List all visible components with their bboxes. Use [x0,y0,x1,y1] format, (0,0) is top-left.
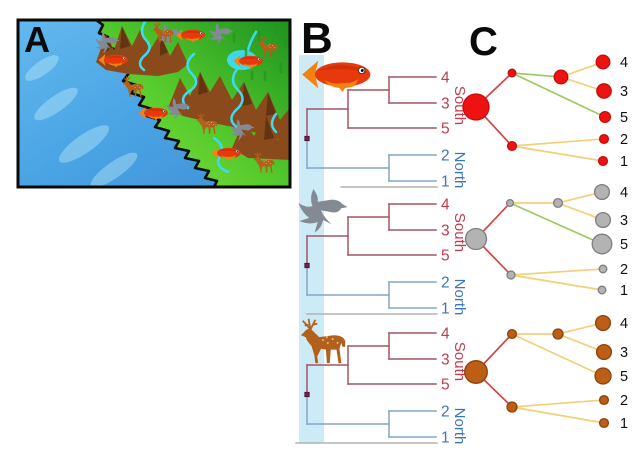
tip-label: 5 [441,377,450,394]
haplotype-node-north_inner [506,140,518,152]
haplotype-node-tip1 [597,155,609,167]
haplotype-node-tip4 [594,314,612,332]
rivers [138,20,278,174]
haplotype-node-south_inner [506,328,518,340]
haplotype-node-south_hub [552,197,564,209]
haplotype-node-tip5 [594,367,612,385]
network-tip-label: 2 [620,132,628,148]
haplotype-node-tip3 [596,83,612,99]
network-tip-label: 2 [620,262,628,278]
network-tip-label: 5 [620,110,628,126]
tip-label: 1 [441,430,450,447]
panel-b-label: B [301,14,333,63]
haplotype-node-root [464,227,488,251]
haplotype-node-tip1 [598,417,610,429]
panel-a-map [18,20,290,187]
haplotype-node-tip3 [595,343,613,361]
panel-c-networks: 4 3 5 2 1 4 3 5 2 1 4 3 5 2 1 [462,54,628,432]
network-tip-label: 5 [620,369,628,385]
tip-label: 4 [441,70,450,87]
network-edge [511,399,605,408]
haplotype-node-tip2 [598,394,610,406]
root-node-marker [304,262,310,269]
network-tip-label: 5 [620,237,628,253]
network-edge [511,406,605,424]
haplotype-node-root [464,360,488,384]
tip-label: 3 [441,352,450,369]
group-label: North [451,152,468,189]
network-tip-label: 3 [620,84,628,100]
ocean-streaks [25,55,138,187]
network-edge [510,268,604,276]
network-tip-label: 1 [620,283,628,299]
group-label: South [451,86,468,125]
network-edge [510,71,607,119]
time-strip [299,55,324,443]
haplotype-network-bird: 4 3 5 2 1 [464,183,628,299]
group-label: South [451,342,468,381]
haplotype-network-fish: 4 3 5 2 1 [462,54,628,170]
haplotype-network-deer: 4 3 5 2 1 [464,314,628,432]
haplotype-node-tip1 [597,285,607,295]
network-edge [510,274,603,291]
haplotype-node-north_inner [506,401,518,413]
group-label: North [451,279,468,316]
tip-label: 1 [441,301,450,318]
tip-label: 4 [441,326,450,343]
tip-label: 3 [441,223,450,240]
tip-label: 2 [441,148,450,165]
tip-label: 5 [441,121,450,138]
haplotype-node-south_hub [552,328,564,340]
network-edge [511,72,562,78]
network-tip-label: 1 [620,154,628,170]
haplotype-node-tip5 [591,233,613,255]
network-tip-label: 4 [620,185,628,201]
haplotype-node-tip2 [598,264,608,274]
network-tip-label: 4 [620,55,628,71]
network-edge [511,145,604,162]
tip-label: 3 [441,96,450,113]
haplotype-node-tip4 [593,183,611,201]
panel-c-label: C [469,20,498,64]
haplotype-node-north_inner [506,270,516,280]
group-label: North [451,408,468,445]
network-tip-label: 3 [620,345,628,361]
network-edge [508,201,604,246]
tip-label: 4 [441,197,450,214]
tip-label: 2 [441,404,450,421]
network-tip-label: 3 [620,213,628,229]
map-border [16,18,292,189]
tip-label: 5 [441,248,450,265]
network-edge [511,138,605,147]
haplotype-node-tip3 [594,211,612,229]
network-edge [556,332,606,354]
haplotype-node-south_inner [505,198,515,208]
root-node-marker [304,391,310,398]
network-tip-label: 1 [620,416,628,432]
haplotype-node-tip4 [595,54,611,70]
haplotype-node-south_hub [553,69,569,85]
haplotype-node-tip2 [598,133,610,145]
haplotype-node-root [462,93,490,121]
network-edge [510,332,605,378]
haplotype-node-tip5 [598,110,612,124]
haplotype-node-south_inner [507,68,517,78]
panel-a-label: A [24,19,50,60]
tip-label: 2 [441,275,450,292]
root-node-marker [304,135,310,142]
network-tip-label: 4 [620,316,628,332]
network-tip-label: 2 [620,393,628,409]
tip-label: 1 [441,174,450,191]
group-label: South [451,213,468,252]
panel-b-phylogenies: 43521SouthNorth43521SouthNorth43521South… [295,55,468,447]
